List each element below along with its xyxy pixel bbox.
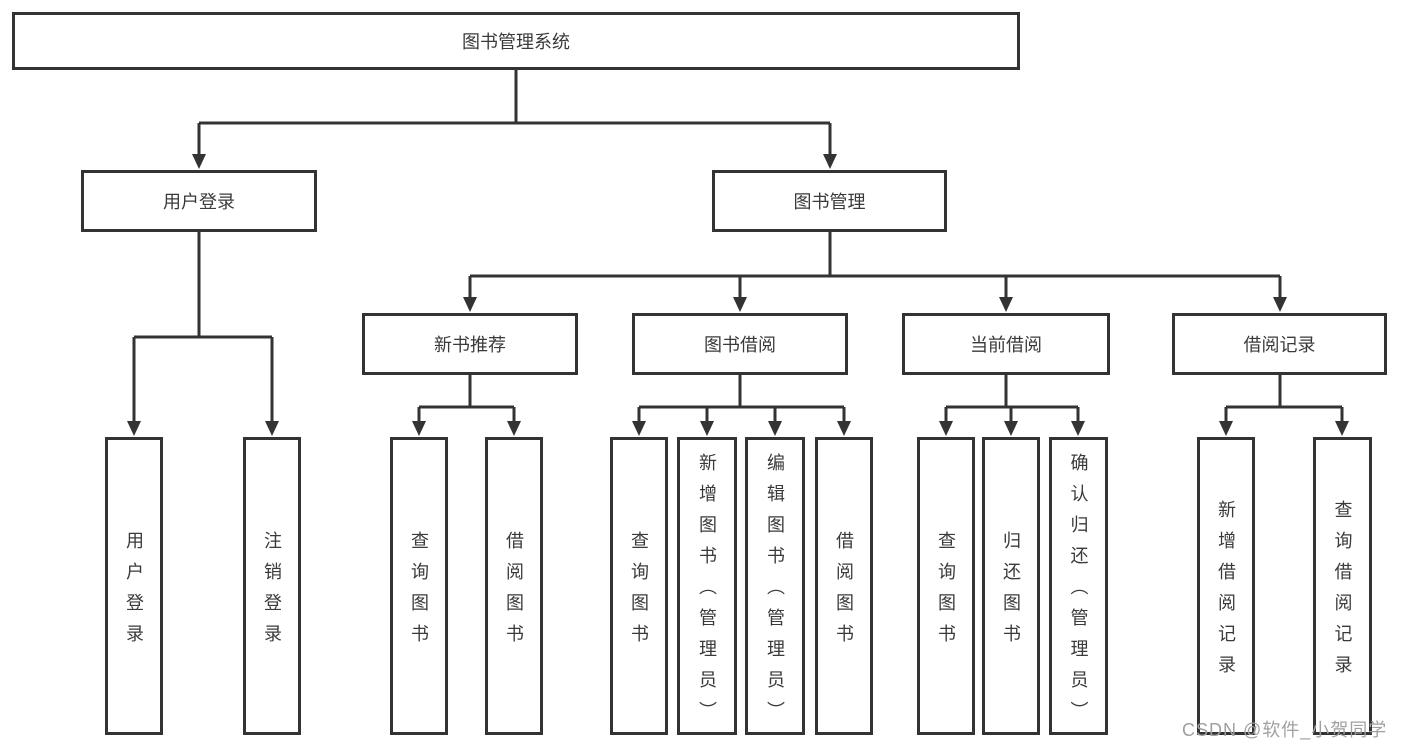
node-label: 借阅图书 (834, 530, 854, 655)
node-user-login: 用户登录 (81, 170, 317, 232)
node-label: 用户登录 (124, 530, 144, 655)
leaf-logout: 注销登录 (243, 437, 301, 735)
node-label: 查询图书 (629, 530, 649, 655)
leaf-br-add-record: 新增借阅记录 (1197, 437, 1255, 735)
node-label: 归还图书 (1001, 530, 1021, 655)
node-new-book-recommend: 新书推荐 (362, 313, 578, 375)
node-library-system: 图书管理系统 (12, 12, 1020, 70)
leaf-bb-borrow-books: 借阅图书 (815, 437, 873, 735)
node-label: 查询借阅记录 (1332, 499, 1353, 686)
arrowheads (127, 154, 1349, 436)
node-label: 用户登录 (163, 192, 235, 212)
leaf-nbr-query-books: 查询图书 (390, 437, 448, 735)
node-label: 新增借阅记录 (1216, 499, 1236, 686)
leaf-cb-confirm-return-admin: 确认归还（管理员） (1049, 437, 1108, 735)
node-book-management: 图书管理 (712, 170, 947, 232)
leaf-br-query-record: 查询借阅记录 (1313, 437, 1372, 735)
node-label: 新增图书（管理员） (697, 453, 717, 732)
node-label: 借阅记录 (1243, 335, 1316, 355)
node-label: 图书管理 (793, 192, 866, 212)
leaf-bb-add-books-admin: 新增图书（管理员） (677, 437, 737, 735)
node-label: 确认归还（管理员） (1068, 453, 1089, 732)
node-label: 注销登录 (262, 530, 282, 655)
node-current-borrow: 当前借阅 (902, 313, 1110, 375)
leaf-nbr-borrow-books: 借阅图书 (485, 437, 543, 735)
leaf-cb-return-books: 归还图书 (982, 437, 1040, 735)
node-label: 借阅图书 (504, 530, 524, 655)
node-borrow-records: 借阅记录 (1172, 313, 1387, 375)
leaf-bb-query-books: 查询图书 (610, 437, 668, 735)
node-label: 查询图书 (409, 530, 429, 655)
node-label: 图书借阅 (704, 335, 776, 355)
leaf-bb-edit-books-admin: 编辑图书（管理员） (745, 437, 805, 735)
connector-segments (132, 70, 1344, 424)
node-label: 查询图书 (936, 530, 956, 655)
leaf-cb-query-books: 查询图书 (917, 437, 975, 735)
node-label: 图书管理系统 (462, 32, 570, 52)
node-label: 编辑图书（管理员） (765, 453, 785, 732)
watermark: CSDN @软件_小贺同学 (1182, 720, 1388, 740)
node-book-borrow: 图书借阅 (632, 313, 848, 375)
node-label: 新书推荐 (434, 335, 506, 355)
leaf-user-login: 用户登录 (105, 437, 163, 735)
node-label: 当前借阅 (970, 335, 1042, 355)
